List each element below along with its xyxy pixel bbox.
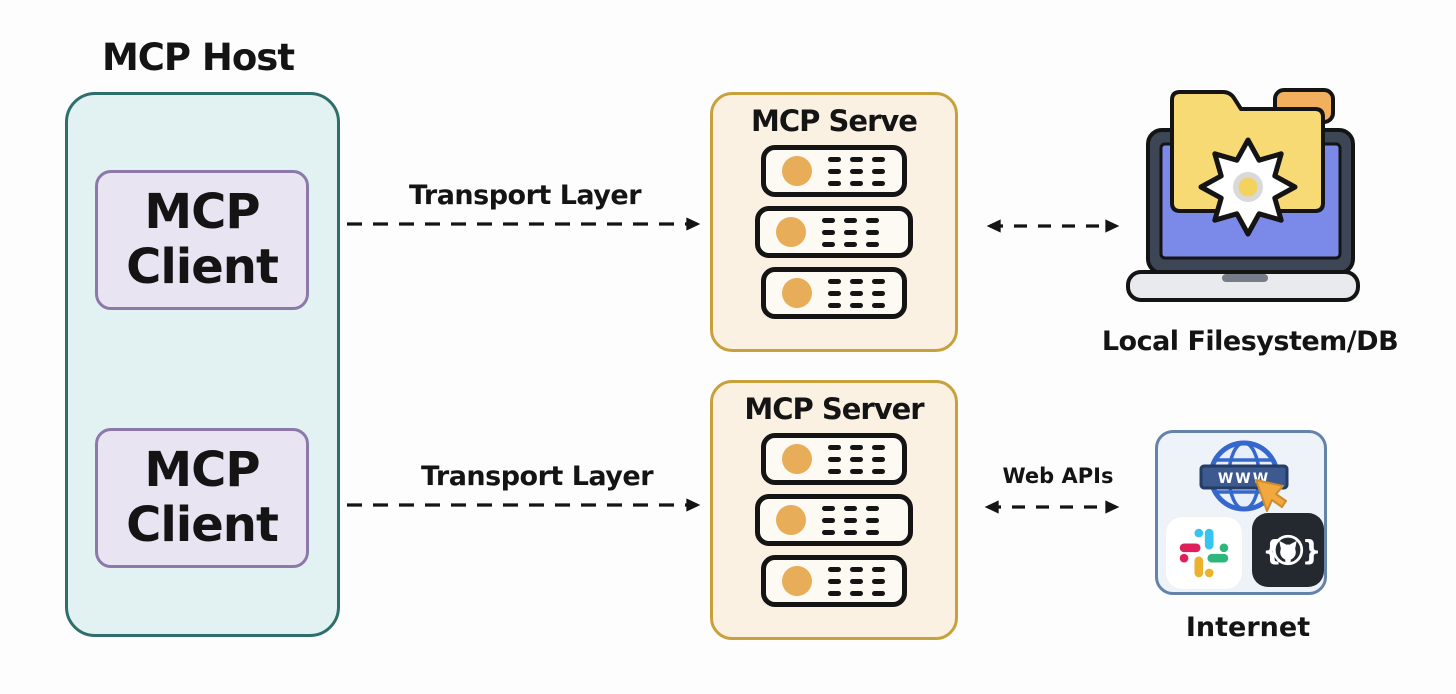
- rack-led-icon: [782, 156, 812, 186]
- server-rack-unit: [755, 206, 913, 258]
- filesystem-label: Local Filesystem/DB: [1101, 326, 1399, 357]
- server-rack-unit: [755, 494, 913, 546]
- laptop-base: [1126, 270, 1360, 302]
- www-banner-text: WWW: [1218, 471, 1270, 487]
- gear-hub-center: [1238, 177, 1258, 197]
- svg-text:}: }: [1302, 535, 1321, 567]
- server-rack-unit: [761, 433, 907, 485]
- rack-vents-icon: [828, 566, 885, 596]
- rack-led-icon: [776, 505, 806, 535]
- mcp-server-box-2: MCP Server: [710, 380, 958, 640]
- rack-vents-icon: [822, 217, 879, 247]
- globe-www-icon: WWW: [1199, 440, 1289, 512]
- laptop-folder-gear-icon: [1126, 88, 1360, 302]
- transport-layer-label-top: Transport Layer: [408, 180, 642, 211]
- rack-vents-icon: [828, 444, 885, 474]
- github-icon: { }: [1252, 513, 1324, 587]
- web-apis-label: Web APIs: [1002, 464, 1114, 488]
- server-rack-unit: [761, 145, 907, 197]
- server-rack-unit: [761, 555, 907, 607]
- server-label: MCP Serve: [751, 104, 918, 138]
- server-label: MCP Server: [744, 392, 924, 426]
- rack-led-icon: [782, 566, 812, 596]
- mcp-client-box-2: MCP Client: [95, 428, 309, 568]
- server-rack-icon: [755, 145, 913, 319]
- server-rack-icon: [755, 433, 913, 607]
- rack-vents-icon: [828, 278, 885, 308]
- rack-led-icon: [776, 217, 806, 247]
- rack-vents-icon: [828, 156, 885, 186]
- mcp-client-box-1: MCP Client: [95, 170, 309, 310]
- laptop-base-notch: [1222, 274, 1268, 282]
- rack-led-icon: [782, 278, 812, 308]
- mcp-server-box-1: MCP Serve: [710, 92, 958, 352]
- cursor-icon: [1255, 479, 1287, 512]
- rack-vents-icon: [822, 505, 879, 535]
- internet-label: Internet: [1185, 612, 1311, 643]
- rack-led-icon: [782, 444, 812, 474]
- server-rack-unit: [761, 267, 907, 319]
- host-title: MCP Host: [101, 36, 295, 79]
- slack-icon: [1166, 517, 1242, 589]
- transport-layer-label-bottom: Transport Layer: [420, 461, 654, 492]
